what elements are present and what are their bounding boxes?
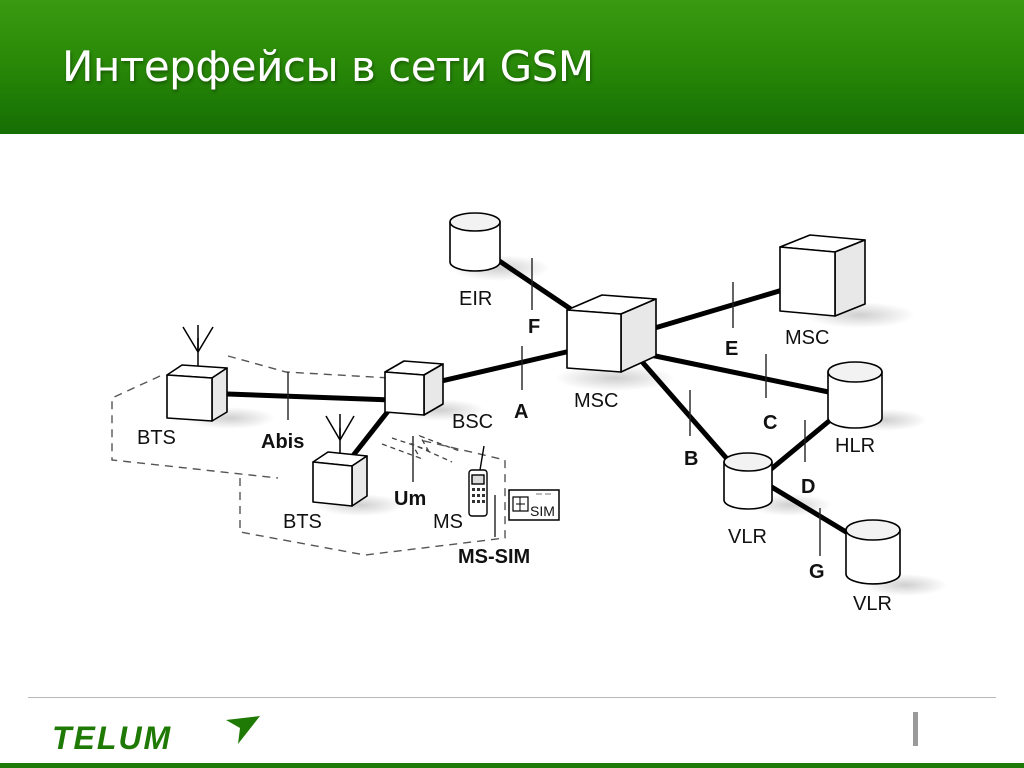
interface-c-label: C <box>763 412 777 434</box>
bsc-cube <box>384 360 444 416</box>
msc-right-label: MSC <box>785 327 829 349</box>
cell-outline-bottom <box>239 439 506 556</box>
page-title: Интерфейсы в сети GSM <box>62 42 594 91</box>
link-bts-bsc <box>197 390 396 403</box>
interface-ms-sim-label: MS-SIM <box>458 546 530 568</box>
bts-bottom-label: BTS <box>283 511 322 533</box>
logo-text: TELUM <box>52 720 172 756</box>
sim-label: SIM <box>530 503 555 519</box>
footer-mark <box>913 712 918 746</box>
bsc-label: BSC <box>452 411 493 433</box>
vlr-center-label: VLR <box>728 526 767 548</box>
interface-a-label: A <box>514 401 528 423</box>
vlr-center-cylinder <box>723 452 773 510</box>
sim-card-icon: SIM <box>508 489 560 521</box>
bts-bottom-cube <box>312 451 368 507</box>
msc-center-label: MSC <box>574 390 618 412</box>
interface-abis-label: Abis <box>261 431 304 453</box>
link-bsc-msc <box>417 343 595 389</box>
bottom-strip <box>0 763 1024 768</box>
bts-left-antenna-icon <box>182 325 214 366</box>
mobile-phone-icon <box>468 445 488 517</box>
interface-f-label: F <box>528 316 540 338</box>
interface-labels: F A E B C D G Abis Um MS-SIM <box>261 316 825 583</box>
telum-logo: TELUM <box>52 716 260 756</box>
link-msc-msc <box>645 283 799 333</box>
vlr-right-cylinder <box>845 519 901 585</box>
radio-link <box>381 434 463 463</box>
vlr-right-label: VLR <box>853 593 892 615</box>
eir-label: EIR <box>459 288 492 310</box>
interface-g-label: G <box>809 561 825 583</box>
interface-d-label: D <box>801 476 815 498</box>
eir-cylinder <box>449 212 501 272</box>
node-labels: EIR MSC MSC BSC BTS BTS HLR VLR VLR MS <box>137 288 892 615</box>
interface-b-label: B <box>684 448 698 470</box>
link-msc-hlr <box>633 349 851 399</box>
footer-divider <box>28 697 996 698</box>
msc-right-cube <box>779 234 866 317</box>
msc-center-cube <box>566 294 657 373</box>
bts-left-cube <box>166 364 228 422</box>
bts-bottom-antenna-icon <box>325 414 355 453</box>
ms-label: MS <box>433 511 463 533</box>
title-bar: Интерфейсы в сети GSM <box>0 0 1024 134</box>
logo-swoosh-icon <box>226 716 260 744</box>
hlr-label: HLR <box>835 435 875 457</box>
bts-left-label: BTS <box>137 427 176 449</box>
interface-um-label: Um <box>394 488 426 510</box>
hlr-cylinder <box>827 361 883 429</box>
interface-e-label: E <box>725 338 738 360</box>
interface-ticks <box>287 258 821 556</box>
cell-outline-left <box>111 355 391 479</box>
link-msc-vlr <box>627 345 745 479</box>
